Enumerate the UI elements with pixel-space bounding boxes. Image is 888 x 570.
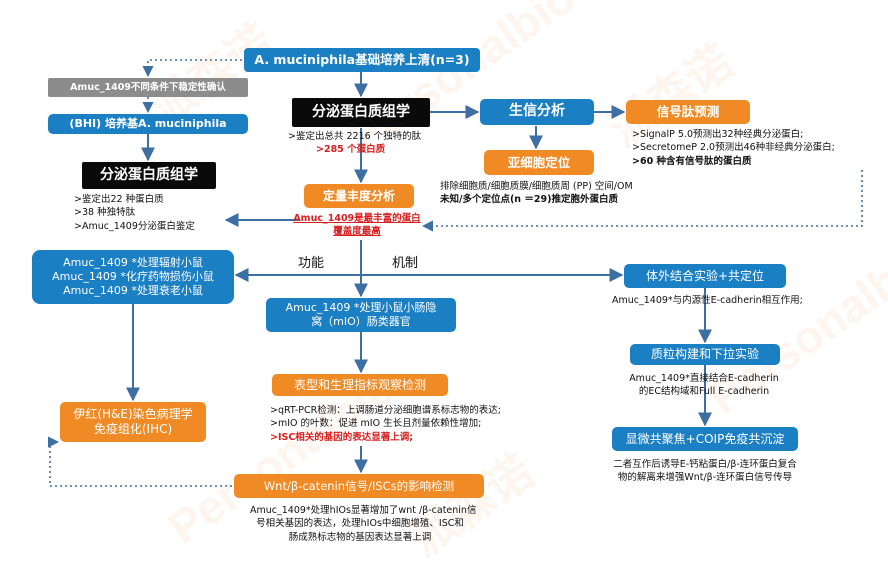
histology-ihc-box: 伊红(H&E)染色病理学 免疫组化(IHC) [60, 402, 206, 442]
secretome-results-notes: >鉴定出总共 2216 个独特的肽 >285 个蛋白质 [288, 131, 422, 156]
confocal-notes: 二者互作后诱导E-钙粘蛋白/β-连环蛋白复合 物的解离来增强Wnt/β-连环蛋白… [613, 459, 797, 484]
confocal-coip-box: 显微共聚焦+COIP免疫共沉淀 [612, 427, 798, 451]
mechanism-label: 机制 [392, 256, 419, 271]
subcellular-localization-box: 亚细胞定位 [484, 150, 594, 175]
binding-note: Amuc_1409*与内源性E-cadherin相互作用; [612, 295, 803, 306]
signal-peptide-box: 信号肽预测 [626, 100, 750, 124]
signal-peptide-notes: >SignalP 5.0预测出32种经典分泌蛋白; >SecretomeP 2.… [632, 129, 835, 167]
mouse-treatment-box: Amuc_1409 *处理辐射小鼠 Amuc_1409 *化疗药物损伤小鼠 Am… [32, 250, 234, 304]
stability-confirmation-box: Amuc_1409不同条件下稳定性确认 [48, 78, 248, 97]
subcellular-localization-notes: 排除细胞质/细胞质膜/细胞质周 (PP) 空间/OM 未知/多个定位点(n ＝2… [440, 181, 633, 206]
binding-colocalization-box: 体外结合实验+共定位 [624, 264, 786, 288]
bhi-culture-box: (BHI) 培养基A. muciniphila [48, 114, 248, 134]
secretome-proteomics-box: 分泌蛋白质组学 [292, 98, 430, 127]
mio-organoid-box: Amuc_1409 *处理小鼠小肠隐 窝（mIO）肠类器官 [266, 298, 456, 332]
wnt-notes: Amuc_1409*处理hIOs显著增加了wnt /β-catenin信 号相关… [250, 505, 477, 543]
secretome-proteomics-left-box: 分泌蛋白质组学 [82, 162, 216, 189]
phenotype-detection-box: 表型和生理指标观察检测 [272, 374, 448, 396]
function-label: 功能 [298, 256, 325, 271]
culture-supernatant-box: A. muciniphila基础培养上清(n=3) [244, 48, 480, 72]
plasmid-pulldown-box: 质粒构建和下拉实验 [630, 344, 780, 365]
left-secretome-notes: >鉴定出22 种蛋白质 >38 种独特肽 >Amuc_1409分泌蛋白鉴定 [74, 194, 195, 232]
pulldown-notes: Amuc_1409*直接结合E-cadherin 的EC结构域和Full E-c… [629, 373, 779, 398]
quant-result-note: Amuc_1409是最丰富的蛋白 覆盖度最高 [293, 213, 421, 238]
bioinformatics-box: 生信分析 [480, 99, 594, 125]
wnt-catenin-box: Wnt/β-catenin信号/ISCs的影响检测 [234, 474, 484, 498]
quantitative-abundance-box: 定量丰度分析 [304, 184, 414, 208]
phenotype-notes: >qRT-PCR检测：上调肠道分泌细胞谱系标志物的表达; >mIO 的叶数：促进… [270, 405, 501, 443]
